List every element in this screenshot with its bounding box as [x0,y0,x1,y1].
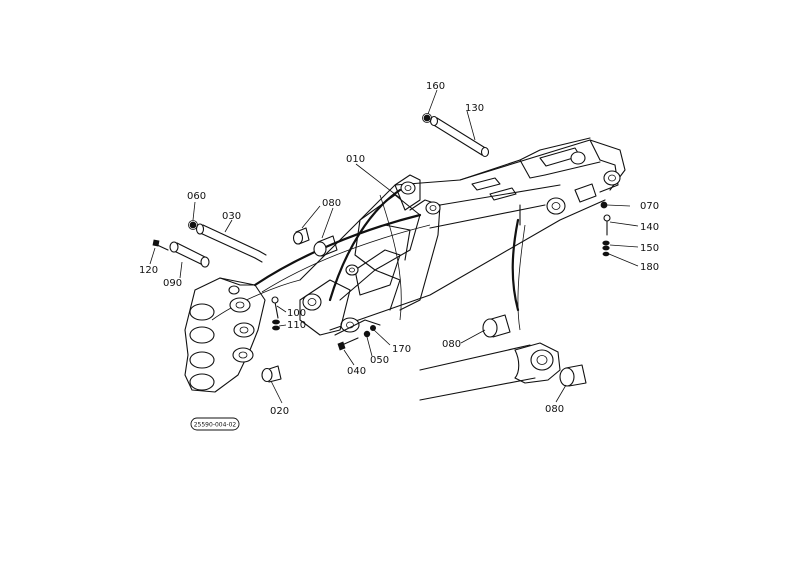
bushing-020 [261,365,282,383]
grease-fitting-060 [188,220,198,230]
label-060: 060 [187,191,206,202]
fitting-070 [600,201,608,209]
part-labels: 160 130 010 060 030 080 120 090 100 110 … [139,81,659,417]
label-150: 150 [640,243,659,254]
pin-090 [169,241,210,268]
label-120: 120 [139,265,158,276]
boom-arm [299,137,626,336]
label-080-right: 080 [442,339,461,350]
washer-180 [602,251,610,257]
nut-050 [363,330,371,338]
label-070: 070 [640,201,659,212]
pin-130 [429,115,490,158]
washer-110 [272,319,280,331]
drawing-code: 25590-004-02 [194,422,237,429]
label-090: 090 [163,278,182,289]
label-010: 010 [346,154,365,165]
bushing-080-right [482,314,511,338]
boom-cylinder [419,342,561,401]
label-140: 140 [640,222,659,233]
leader-lines [149,89,639,404]
bushing-080-top [292,227,338,257]
label-030: 030 [222,211,241,222]
label-080-bottom: 080 [545,404,564,415]
nut-170 [369,324,376,331]
label-080-top: 080 [322,198,341,209]
pin-030 [195,223,267,263]
bolt-040 [337,337,359,351]
bolt-120 [152,239,169,251]
grease-fitting-160 [422,113,432,123]
label-180: 180 [640,262,659,273]
label-170: 170 [392,344,411,355]
label-040: 040 [347,366,366,377]
swing-bracket [184,277,266,393]
bolt-140 [603,214,611,236]
washer-150 [602,240,610,251]
label-110: 110 [287,320,306,331]
bolt-100 [271,296,279,319]
label-020: 020 [270,406,289,417]
label-160: 160 [426,81,445,92]
label-050: 050 [370,355,389,366]
drawing-reference-badge: 25590-004-02 [190,417,240,431]
hydraulic-hoses [211,188,526,331]
bushing-080-bottom [559,364,587,387]
label-130: 130 [465,103,484,114]
label-100: 100 [287,308,306,319]
